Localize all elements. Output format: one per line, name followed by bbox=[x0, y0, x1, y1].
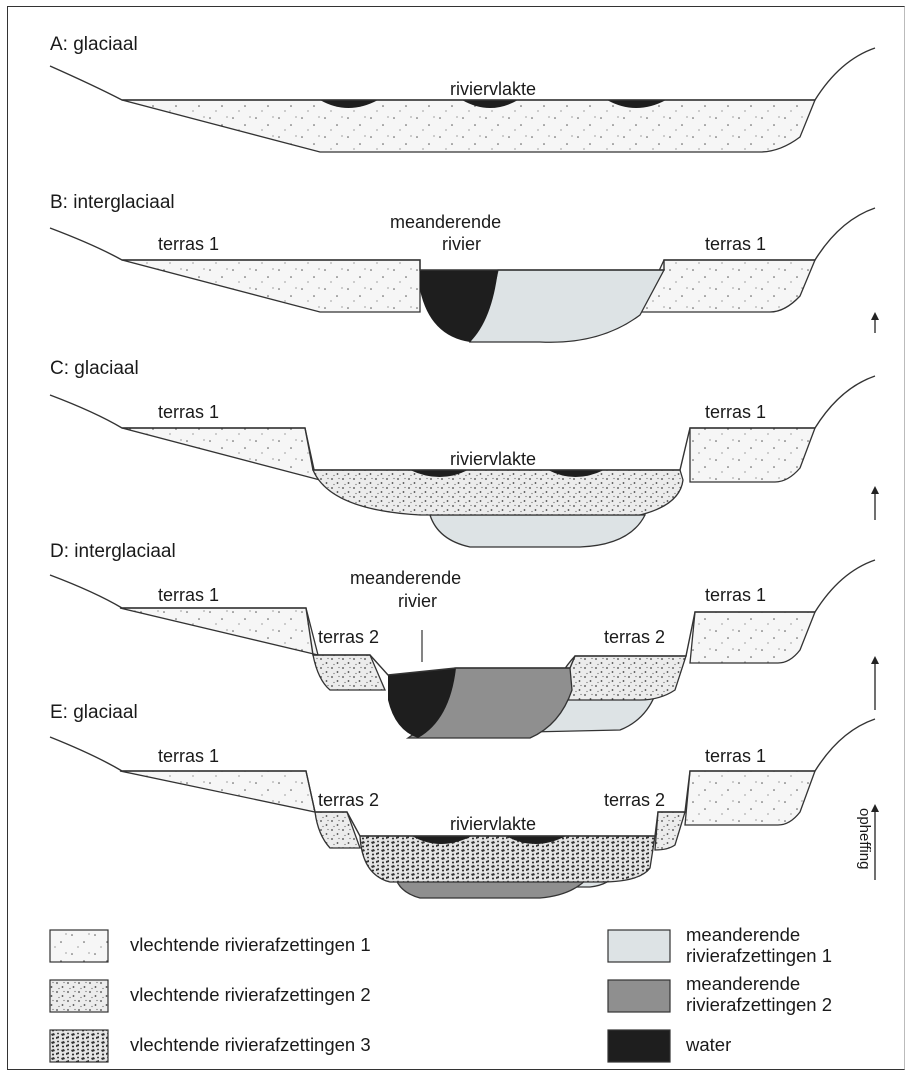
river-label: rivier bbox=[442, 234, 481, 254]
uplift-arrow bbox=[871, 486, 879, 520]
legend-label: meanderende bbox=[686, 973, 800, 994]
braided-deposit-1 bbox=[122, 100, 815, 152]
panel-title: D: interglaciaal bbox=[50, 541, 176, 562]
legend-label: meanderende bbox=[686, 924, 800, 945]
braided-deposit-1 bbox=[685, 771, 815, 825]
terrace-label: terras 1 bbox=[705, 234, 766, 254]
legend-item: meanderende rivierafzettingen 1 bbox=[608, 924, 832, 966]
braided-deposit-1 bbox=[640, 260, 815, 312]
floodplain-label: riviervlakte bbox=[450, 814, 536, 834]
panel-title: C: glaciaal bbox=[50, 358, 139, 379]
braided-deposit-1 bbox=[690, 428, 815, 482]
meander-deposit-1 bbox=[430, 515, 645, 547]
terrace-label: terras 1 bbox=[158, 402, 219, 422]
panel-d: D: interglaciaal meanderende rivier terr… bbox=[50, 541, 879, 738]
terrace-label: terras 2 bbox=[318, 790, 379, 810]
braided-deposit-1 bbox=[122, 428, 320, 480]
panel-title: E: glaciaal bbox=[50, 702, 138, 723]
legend-item: meanderende rivierafzettingen 2 bbox=[608, 973, 832, 1015]
legend-label: rivierafzettingen 2 bbox=[686, 994, 832, 1015]
meander-deposit-1 bbox=[470, 270, 664, 342]
terrace-label: terras 2 bbox=[604, 790, 665, 810]
legend-item: vlechtende rivierafzettingen 1 bbox=[50, 930, 371, 962]
river-label: meanderende bbox=[350, 568, 461, 588]
uplift-arrow bbox=[871, 312, 879, 333]
braided-deposit-2 bbox=[655, 812, 685, 850]
legend-swatch bbox=[50, 1030, 108, 1062]
panel-title: A: glaciaal bbox=[50, 34, 138, 55]
legend-label: vlechtende rivierafzettingen 1 bbox=[130, 934, 371, 955]
panel-c: C: glaciaal riviervlakte terras 1 terras… bbox=[50, 358, 879, 547]
legend-label: water bbox=[685, 1034, 731, 1055]
terrace-label: terras 1 bbox=[158, 234, 219, 254]
legend-swatch bbox=[608, 980, 670, 1012]
braided-deposit-1 bbox=[690, 612, 815, 663]
river-label: rivier bbox=[398, 591, 437, 611]
terrace-label: terras 2 bbox=[318, 627, 379, 647]
terrace-label: terras 1 bbox=[705, 585, 766, 605]
legend-swatch bbox=[608, 930, 670, 962]
legend-label: rivierafzettingen 1 bbox=[686, 945, 832, 966]
legend-item: water bbox=[608, 1030, 731, 1062]
terrace-label: terras 1 bbox=[705, 746, 766, 766]
legend-item: vlechtende rivierafzettingen 3 bbox=[50, 1030, 371, 1062]
legend-item: vlechtende rivierafzettingen 2 bbox=[50, 980, 371, 1012]
terrace-label: terras 1 bbox=[158, 746, 219, 766]
legend-label: vlechtende rivierafzettingen 2 bbox=[130, 984, 371, 1005]
terrace-label: terras 1 bbox=[158, 585, 219, 605]
braided-deposit-2 bbox=[313, 470, 683, 515]
terrace-label: terras 1 bbox=[705, 402, 766, 422]
uplift-label: opheffing bbox=[856, 808, 873, 869]
braided-deposit-1 bbox=[120, 608, 318, 655]
legend-label: vlechtende rivierafzettingen 3 bbox=[130, 1034, 371, 1055]
uplift-arrow bbox=[871, 656, 879, 710]
panel-title: B: interglaciaal bbox=[50, 192, 175, 213]
legend-swatch bbox=[50, 930, 108, 962]
legend: vlechtende rivierafzettingen 1 vlechtend… bbox=[50, 924, 832, 1062]
floodplain-label: riviervlakte bbox=[450, 449, 536, 469]
river-label: meanderende bbox=[390, 212, 501, 232]
legend-swatch bbox=[608, 1030, 670, 1062]
braided-deposit-1 bbox=[120, 771, 315, 812]
panel-b: B: interglaciaal meanderende rivier terr… bbox=[50, 192, 879, 342]
floodplain-label: riviervlakte bbox=[450, 79, 536, 99]
braided-deposit-3 bbox=[360, 836, 655, 882]
braided-deposit-1 bbox=[122, 260, 420, 312]
terrace-label: terras 2 bbox=[604, 627, 665, 647]
braided-deposit-2 bbox=[315, 812, 360, 848]
panel-a: A: glaciaal riviervlakte bbox=[50, 34, 875, 152]
legend-swatch bbox=[50, 980, 108, 1012]
